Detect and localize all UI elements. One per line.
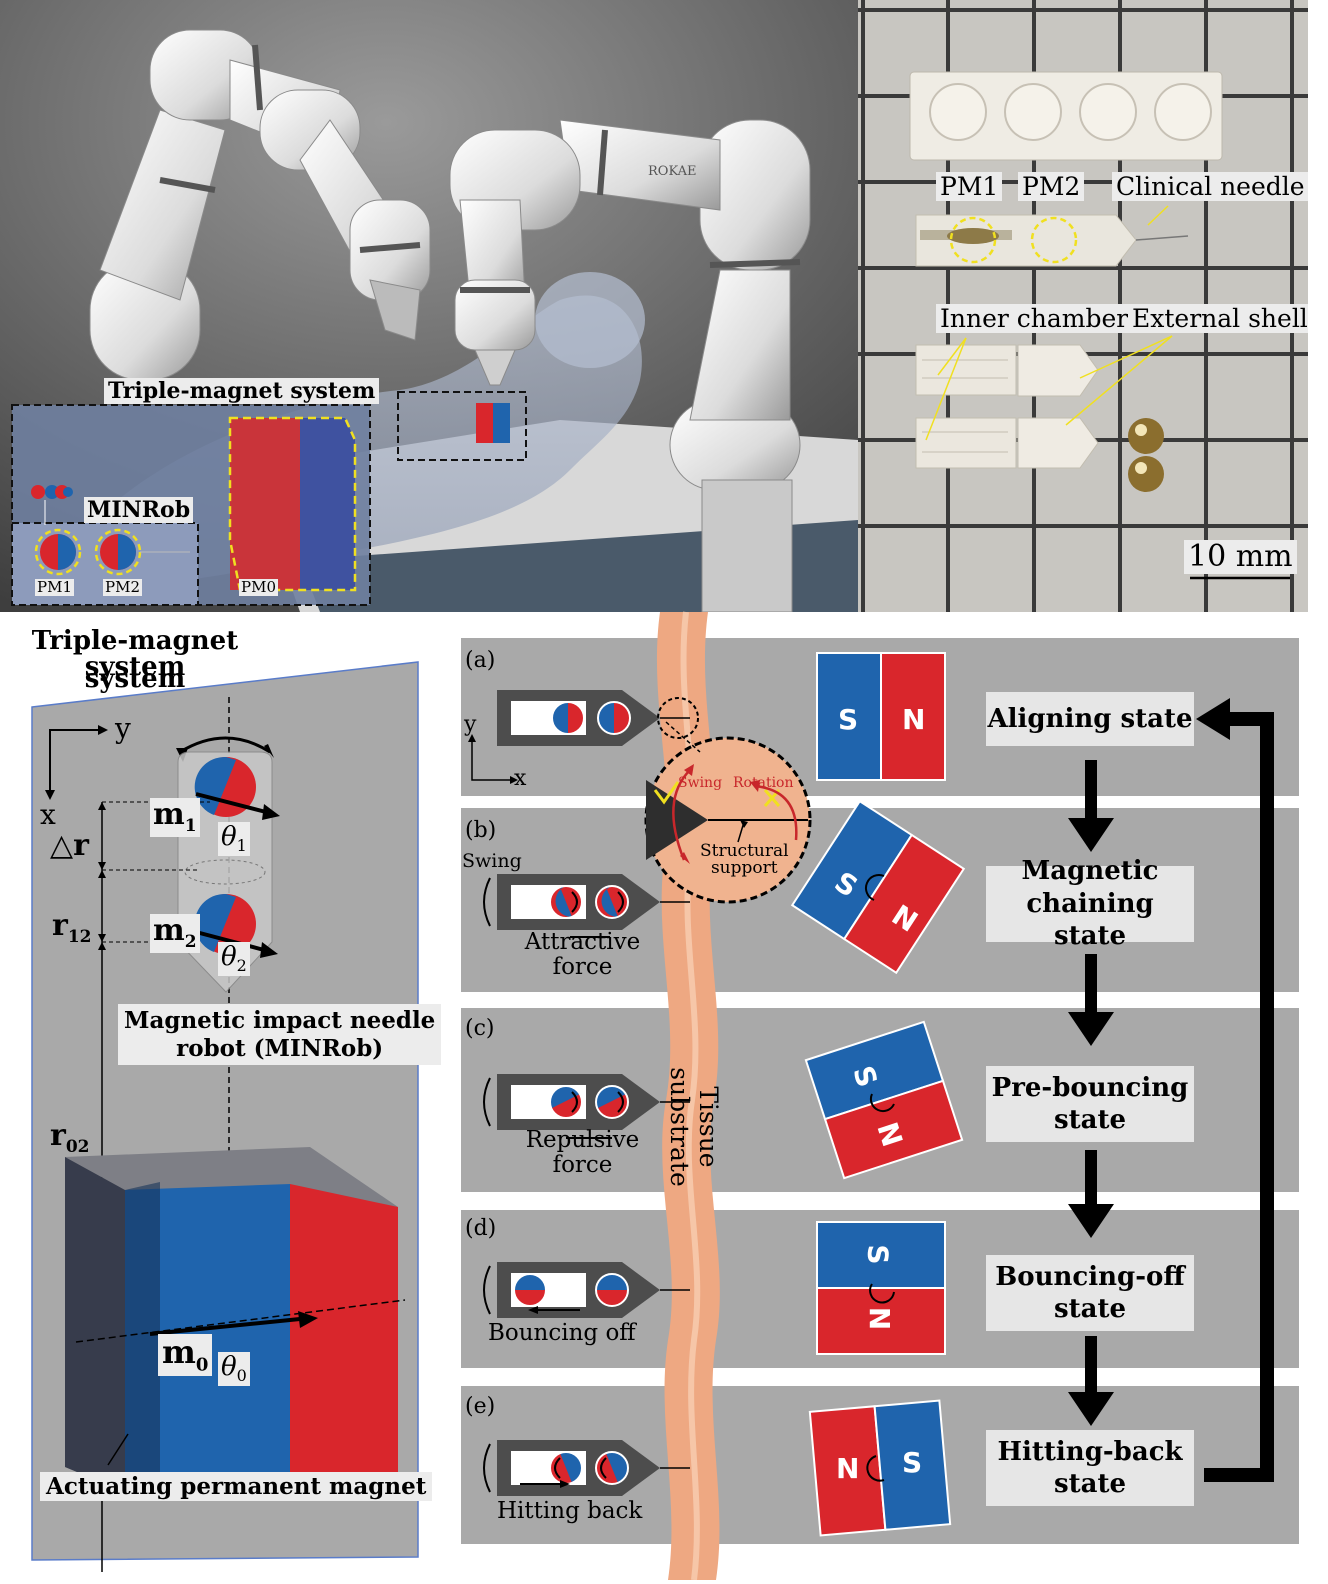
photo-pm2-label: PM2 xyxy=(1018,172,1085,201)
m0-label: m0 xyxy=(158,1334,213,1377)
zoom-circle xyxy=(644,721,812,904)
panel-b-tag: (b) xyxy=(465,818,497,843)
theta2-label: θ2 xyxy=(218,942,250,977)
triple-magnet-title-line2: system xyxy=(84,664,186,694)
panel-a-right-pole: N xyxy=(902,703,926,736)
panel-d-left-pole: S xyxy=(861,1244,895,1265)
magnet-b xyxy=(790,799,966,975)
panel-b-swing-label: Swing xyxy=(462,850,522,872)
needle-c xyxy=(483,1074,690,1139)
pm1-label: PM1 xyxy=(35,578,74,596)
axis-x-label: x xyxy=(40,798,56,831)
magnet-d xyxy=(816,1221,946,1355)
state-aligning: Aligning state xyxy=(986,692,1194,746)
delta-r-label: △r xyxy=(50,828,89,863)
needle-e xyxy=(483,1440,690,1496)
small-axis-x: x xyxy=(514,766,527,791)
robot-brand: ROKAE xyxy=(648,164,697,179)
panel-d-tag: (d) xyxy=(465,1216,497,1241)
clinical-needle-label: Clinical needle xyxy=(1112,172,1308,201)
tissue-substrate-label: Tissue substrate xyxy=(665,1067,723,1187)
magnet-a xyxy=(816,652,946,781)
inset-title: Triple-magnet system xyxy=(104,378,380,404)
magnet-c xyxy=(804,1020,964,1180)
prototype-photo: PM1 PM2 Clinical needle Inner chamber Ex… xyxy=(858,0,1308,612)
zoom-swing-label: Swing xyxy=(678,775,723,791)
small-axis-y: y xyxy=(464,712,477,737)
panel-e-motion-label: Hitting back xyxy=(497,1498,643,1524)
panel-c-tag: (c) xyxy=(465,1016,495,1041)
minrob-label: MINRob xyxy=(84,497,194,523)
m2-label: m2 xyxy=(150,914,200,953)
needle-d xyxy=(483,1262,690,1318)
triple-magnet-title: Triple-magnet system xyxy=(31,626,239,682)
robot-scene-drawing: ROKAE xyxy=(0,0,858,612)
panel-a-left-pole: S xyxy=(838,703,859,736)
zoom-rotation-label: Rotation xyxy=(733,775,794,791)
r12-label: r12 xyxy=(52,908,92,947)
photo-pm1-label: PM1 xyxy=(936,172,1003,201)
needle-b xyxy=(483,874,690,938)
scale-bar-label: 10 mm xyxy=(1184,540,1297,574)
axis-y-label: y xyxy=(115,712,131,745)
needle-a xyxy=(497,690,699,746)
panel-e-right-pole: S xyxy=(902,1446,923,1479)
magnet-e xyxy=(808,1399,952,1537)
prototype-photo-drawing xyxy=(858,0,1308,612)
r02-label: r02 xyxy=(50,1118,90,1157)
actuating-magnet-label: Actuating permanent magnet xyxy=(40,1472,433,1501)
pm0-label: PM0 xyxy=(239,578,278,596)
panel-e-left-pole: N xyxy=(836,1452,860,1485)
inner-chamber-label: Inner chamber xyxy=(936,304,1133,333)
panel-a-tag: (a) xyxy=(465,648,496,673)
triple-magnet-model: Triple-magnet system system y x m1 θ1 △r… xyxy=(0,612,458,1580)
robot-scene: ROKAE Triple-magnet system MINRob PM1 PM… xyxy=(0,0,858,612)
theta1-label: θ1 xyxy=(218,822,250,857)
panel-d-motion-label: Bouncing off xyxy=(488,1320,636,1346)
pm2-label: PM2 xyxy=(103,578,142,596)
panel-e-tag: (e) xyxy=(465,1394,496,1419)
panel-d-right-pole: N xyxy=(863,1306,897,1331)
theta0-label: θ0 xyxy=(218,1352,250,1387)
m1-label: m1 xyxy=(150,798,200,837)
external-shell-label: External shell xyxy=(1128,304,1308,333)
